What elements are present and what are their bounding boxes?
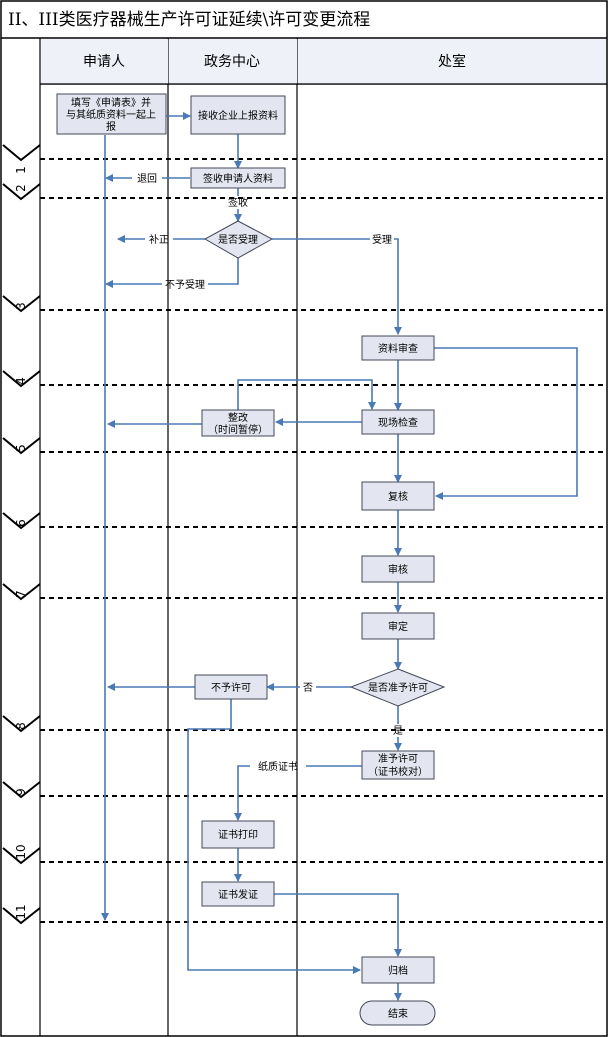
phase-number-9: 9 <box>14 788 28 796</box>
edge-labels: 退回 签收 补正 受理 不予受理 否 是 纸质证书 <box>137 173 403 773</box>
chevron-4 <box>2 370 41 388</box>
node-sign: 签收申请人资料 <box>190 167 286 189</box>
chevron-1 <box>2 144 41 162</box>
phase-number-8: 8 <box>14 722 28 730</box>
chevron-11 <box>2 907 41 925</box>
node-grant-line-1: 准予许可 <box>378 753 418 765</box>
node-inspect-label: 现场检查 <box>378 416 418 429</box>
node-recheck: 复核 <box>361 481 435 511</box>
node-print: 证书打印 <box>201 820 275 849</box>
chevron-7 <box>2 583 41 601</box>
diagram-title: II、III类医疗器械生产许可证延续\许可变更流程 <box>8 10 370 30</box>
node-permit-label: 是否准予许可 <box>368 682 428 694</box>
chevron-2 <box>2 183 41 201</box>
node-receive: 接收企业上报资料 <box>190 95 286 135</box>
edge-label-accepted: 受理 <box>372 234 392 246</box>
phase-dividers <box>40 158 607 923</box>
node-rectify: 整改 （时间暂停） <box>201 409 275 437</box>
lane-header-applicant: 申请人 <box>83 54 125 70</box>
phase-number-4: 4 <box>14 377 28 385</box>
edge-rejected-a <box>208 258 239 285</box>
chevron-6 <box>2 512 41 530</box>
lane-header-office: 处室 <box>438 53 466 70</box>
chevron-3 <box>2 295 41 313</box>
node-accept: 是否受理 <box>203 220 274 259</box>
lane-header-center-bg <box>169 39 297 84</box>
phase-number-1: 1 <box>14 166 28 174</box>
node-issue-label: 证书发证 <box>218 888 258 901</box>
node-rectify-line-2: （时间暂停） <box>208 423 268 436</box>
node-fill-line-3: 报 <box>106 120 116 133</box>
edge-paper-b <box>234 765 250 821</box>
chevron-10 <box>2 847 41 865</box>
edge-label-paper-cert: 纸质证书 <box>258 760 298 773</box>
edge-label-rejected: 不予受理 <box>165 279 205 291</box>
node-audit-label: 审核 <box>388 563 408 576</box>
chevron-9 <box>2 781 41 799</box>
node-end: 结束 <box>359 1000 436 1026</box>
edge-label-no: 否 <box>303 682 313 694</box>
nodes: 填写《申请表》并 与其纸质资料一起上 报 接收企业上报资料 签收申请人资料 是否… <box>56 93 446 1026</box>
phase-number-2: 2 <box>14 184 28 192</box>
node-fill: 填写《申请表》并 与其纸质资料一起上 报 <box>56 93 167 135</box>
node-review: 资料审查 <box>361 335 435 361</box>
phase-number-5: 5 <box>14 444 28 452</box>
edge-review-recheck <box>434 347 578 500</box>
node-sign-label: 签收申请人资料 <box>203 172 273 185</box>
node-print-label: 证书打印 <box>218 828 258 841</box>
node-fill-line-2: 与其纸质资料一起上 <box>66 108 156 121</box>
lane-header-office-bg <box>298 39 606 84</box>
node-grant-line-2: （证书校对） <box>368 765 428 778</box>
edge-rectify-inspect <box>237 379 376 410</box>
edge-accepted-b <box>394 238 402 335</box>
phase-number-11: 11 <box>14 904 28 919</box>
edge-issue-archive <box>274 893 402 957</box>
lane-header-applicant-bg <box>41 39 168 84</box>
edge-label-yes: 是 <box>393 725 403 737</box>
edge-label-signed: 签收 <box>228 196 248 209</box>
node-archive: 归档 <box>361 956 435 984</box>
node-issue: 证书发证 <box>201 881 275 907</box>
node-review-label: 资料审查 <box>378 342 418 355</box>
node-audit: 审核 <box>361 555 435 583</box>
node-grant: 准予许可 （证书校对） <box>361 750 435 780</box>
node-deny-label: 不予许可 <box>211 682 251 694</box>
edges <box>101 112 578 1001</box>
phase-number-7: 7 <box>14 590 28 598</box>
edge-deny-archive <box>187 699 361 974</box>
chevron-5 <box>2 437 41 455</box>
edge-label-supplement: 补正 <box>149 233 169 246</box>
edge-label-return: 退回 <box>137 173 157 185</box>
node-recheck-label: 复核 <box>388 490 408 503</box>
node-permit: 是否准予许可 <box>349 668 446 707</box>
phase-chevrons <box>2 144 41 925</box>
phase-numbers: 1 2 3 4 5 6 7 8 9 10 11 <box>14 166 28 919</box>
node-receive-label: 接收企业上报资料 <box>198 109 278 122</box>
phase-number-3: 3 <box>14 302 28 310</box>
node-end-label: 结束 <box>388 1007 408 1020</box>
node-fill-line-1: 填写《申请表》并 <box>71 96 151 109</box>
phase-number-10: 10 <box>14 844 28 859</box>
node-accept-label: 是否受理 <box>218 234 258 246</box>
node-decide: 审定 <box>361 612 435 640</box>
phase-number-6: 6 <box>14 519 28 527</box>
lane-header-center: 政务中心 <box>204 54 260 70</box>
node-rectify-line-1: 整改 <box>228 411 248 424</box>
chevron-8 <box>2 715 41 733</box>
node-decide-label: 审定 <box>388 620 408 633</box>
node-deny: 不予许可 <box>194 674 268 700</box>
node-inspect: 现场检查 <box>361 409 435 435</box>
node-archive-label: 归档 <box>388 964 408 977</box>
